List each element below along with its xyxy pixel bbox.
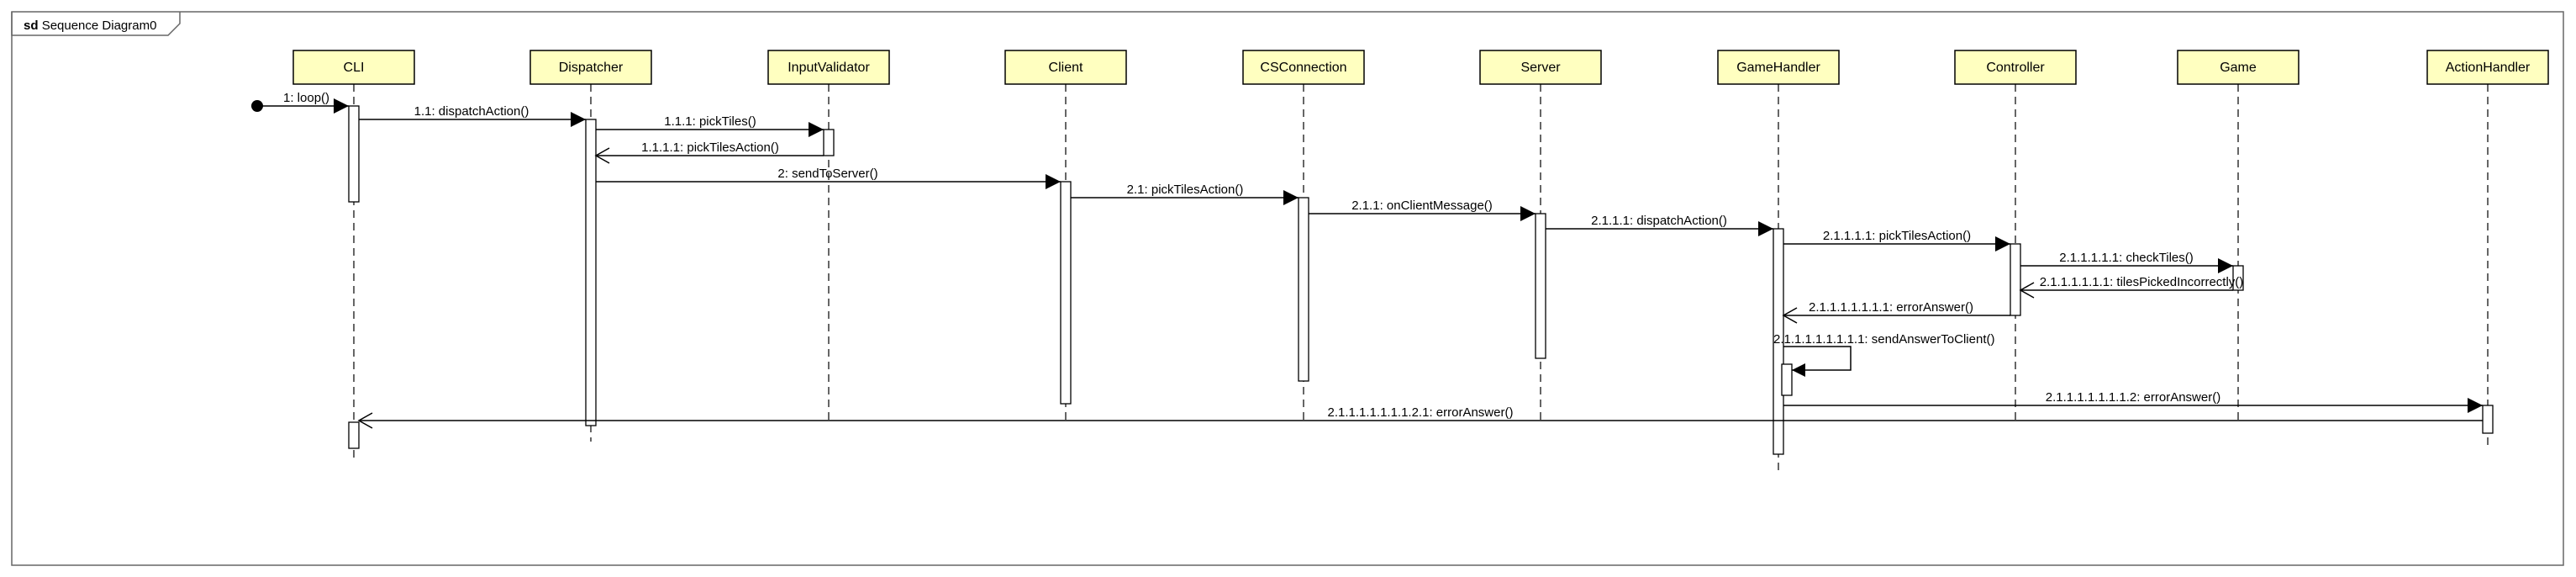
message-open-arrowhead <box>594 147 610 164</box>
lifeline-name: Dispatcher <box>559 61 624 75</box>
message-label: 2.1.1.1.1.1.1.1.2: errorAnswer() <box>2046 390 2220 405</box>
frame-label-tab <box>11 12 181 36</box>
lifeline-head-box[interactable] <box>292 50 415 85</box>
message-11[interactable]: 2.1.1.1.1.1.1: tilesPickedIncorrectly() <box>2019 275 2244 299</box>
message-arrowhead <box>334 98 349 114</box>
lifeline-name: InputValidator <box>788 61 870 75</box>
message-open-arrowhead <box>1782 307 1798 324</box>
lifeline-head-box[interactable] <box>1242 50 1365 85</box>
message-label: 2.1.1.1.1.1.1.1.1: sendAnswerToClient() <box>1773 332 1994 347</box>
message-7[interactable]: 2.1.1: onClientMessage() <box>1309 199 1536 221</box>
activation-bar-controller <box>2010 243 2021 316</box>
frame-keyword: sd <box>24 19 39 33</box>
lifeline-head-box[interactable] <box>1954 50 2077 85</box>
activation-bar-client <box>1060 181 1072 405</box>
lifeline-name: ActionHandler <box>2446 61 2531 75</box>
lifeline-actionhandler[interactable]: ActionHandler <box>2426 50 2549 450</box>
lifeline-csconnection[interactable]: CSConnection <box>1242 50 1365 421</box>
message-arrowhead <box>1758 221 1773 236</box>
lifeline-head-box[interactable] <box>1717 50 1840 85</box>
message-10[interactable]: 2.1.1.1.1.1: checkTiles() <box>2020 251 2233 273</box>
activation-bar-actionhandler <box>2482 405 2494 434</box>
frame-title: Sequence Diagram0 <box>42 19 157 33</box>
message-2[interactable]: 1.1: dispatchAction() <box>359 104 586 127</box>
message-line <box>1783 346 1852 371</box>
activation-bar-cli <box>348 421 360 449</box>
activation-bar-dispatcher <box>585 119 597 426</box>
message-12[interactable]: 2.1.1.1.1.1.1.1: errorAnswer() <box>1782 300 2010 324</box>
message-label: 1: loop() <box>283 91 329 105</box>
frame-label: sd Sequence Diagram0 <box>24 19 156 33</box>
lifeline-cli[interactable]: CLI <box>292 50 415 458</box>
message-6[interactable]: 2.1: pickTilesAction() <box>1071 183 1299 205</box>
message-label: 1.1: dispatchAction() <box>414 104 529 119</box>
lifeline-inputvalidator[interactable]: InputValidator <box>767 50 890 421</box>
activation-bar-inputvalidator <box>823 129 835 156</box>
message-label: 2: sendToServer() <box>777 167 877 181</box>
message-label: 2.1.1: onClientMessage() <box>1351 199 1493 213</box>
lifeline-head-box[interactable] <box>529 50 652 85</box>
lifeline-name: GameHandler <box>1736 61 1820 75</box>
lifeline-gamehandler[interactable]: GameHandler <box>1717 50 1840 475</box>
message-label: 1.1.1.1: pickTilesAction() <box>641 140 779 155</box>
message-label: 2.1: pickTilesAction() <box>1127 183 1244 197</box>
activation-bar-game <box>2232 265 2244 291</box>
message-14[interactable]: 2.1.1.1.1.1.1.1.2: errorAnswer() <box>1783 390 2483 413</box>
activation-bar-gamehandler <box>1773 228 1784 455</box>
message-5[interactable]: 2: sendToServer() <box>596 167 1061 189</box>
activation-bar-csconnection <box>1298 197 1309 382</box>
activation-bar-gamehandler <box>1781 363 1793 396</box>
message-15[interactable]: 2.1.1.1.1.1.1.1.2.1: errorAnswer() <box>357 405 2483 429</box>
lifeline-head-box[interactable] <box>2426 50 2549 85</box>
lifeline-server[interactable]: Server <box>1479 50 1602 421</box>
lifeline-name: CSConnection <box>1260 61 1346 75</box>
message-label: 2.1.1.1.1.1.1.1.2.1: errorAnswer() <box>1328 405 1514 420</box>
lifeline-name: Client <box>1049 61 1083 75</box>
message-arrowhead <box>2218 258 2233 273</box>
lifeline-head-box[interactable] <box>2177 50 2299 85</box>
lifeline-head-box[interactable] <box>1004 50 1127 85</box>
lifeline-name: Controller <box>1986 61 2045 75</box>
message-13[interactable]: 2.1.1.1.1.1.1.1.1: sendAnswerToClient() <box>1773 332 1994 377</box>
message-open-arrowhead <box>2019 282 2035 299</box>
message-arrowhead <box>2468 398 2483 413</box>
message-label: 2.1.1.1.1.1: checkTiles() <box>2059 251 2194 265</box>
lifeline-game[interactable]: Game <box>2177 50 2299 421</box>
message-1[interactable]: 1: loop() <box>257 91 349 114</box>
message-label: 2.1.1.1: dispatchAction() <box>1591 214 1727 228</box>
message-label: 2.1.1.1.1.1.1.1: errorAnswer() <box>1809 300 1973 315</box>
message-arrowhead <box>571 112 586 127</box>
message-arrowhead <box>809 122 824 137</box>
message-9[interactable]: 2.1.1.1.1: pickTilesAction() <box>1783 229 2010 251</box>
message-label: 1.1.1: pickTiles() <box>664 114 756 129</box>
message-arrowhead <box>1283 190 1299 205</box>
lifeline-head-box[interactable] <box>1479 50 1602 85</box>
activation-bar-cli <box>348 105 360 203</box>
message-3[interactable]: 1.1.1: pickTiles() <box>596 114 824 137</box>
message-4[interactable]: 1.1.1.1: pickTilesAction() <box>594 140 824 164</box>
message-open-arrowhead <box>357 412 373 429</box>
lifeline-controller[interactable]: Controller <box>1954 50 2077 421</box>
message-arrowhead <box>1792 363 1805 377</box>
lifeline-name: Server <box>1520 61 1561 75</box>
lifeline-name: Game <box>2220 61 2257 75</box>
activation-bar-server <box>1535 213 1546 359</box>
message-arrowhead <box>1046 174 1061 189</box>
lifeline-head-box[interactable] <box>767 50 890 85</box>
lifeline-name: CLI <box>344 61 365 75</box>
message-arrowhead <box>1995 236 2010 251</box>
message-label: 2.1.1.1.1.1.1: tilesPickedIncorrectly() <box>2040 275 2244 289</box>
message-8[interactable]: 2.1.1.1: dispatchAction() <box>1546 214 1773 236</box>
lifeline-client[interactable]: Client <box>1004 50 1127 421</box>
message-arrowhead <box>1520 206 1536 221</box>
frame-border <box>11 11 2564 566</box>
message-label: 2.1.1.1.1: pickTilesAction() <box>1823 229 1971 243</box>
